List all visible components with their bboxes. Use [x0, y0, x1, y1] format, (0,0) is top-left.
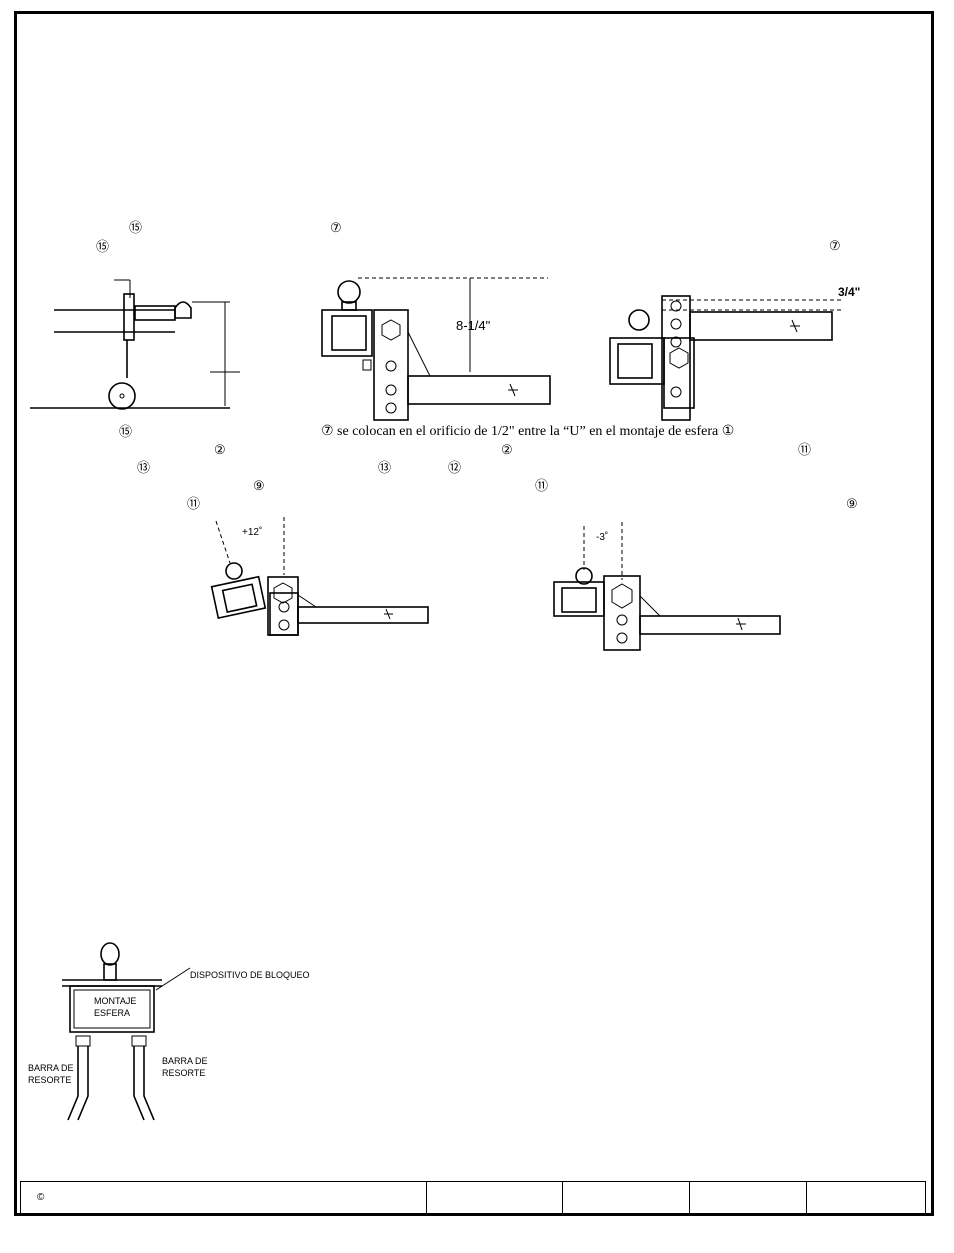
ref-marker-13: ⑬ [137, 460, 151, 475]
lock-device-label: DISPOSITIVO DE BLOQUEO [190, 970, 310, 980]
ball-mount-label: MONTAJE ESFERA [94, 996, 137, 1018]
spring-bar-right-label: BARRA DE RESORTE [162, 1056, 208, 1078]
ref-marker-9: ⑨ [846, 496, 858, 511]
ref-marker-9: ⑨ [253, 478, 265, 493]
lock-device-figure [62, 942, 191, 1121]
hitch-height-figure [321, 277, 551, 421]
ref-marker-11: ⑪ [798, 442, 812, 457]
trailer-jack-figure [30, 279, 240, 410]
ref-marker-11: ⑪ [535, 478, 549, 493]
ref-marker-15: ⑮ [129, 220, 143, 235]
spring-bar-left-label: BARRA DE RESORTE [28, 1063, 74, 1085]
footer-cell [806, 1182, 924, 1214]
ref-marker-7: ⑦ [829, 238, 841, 253]
ref-marker-12: ⑫ [448, 460, 462, 475]
ref-marker-15: ⑮ [96, 239, 110, 254]
copyright-cell: © [37, 1192, 45, 1203]
footer-cell [426, 1182, 562, 1214]
dimension-height-label: 8-1/4" [456, 318, 491, 333]
dimension-offset-label: 3/4" [838, 285, 861, 299]
tilt-up-label: +12˚ [242, 527, 263, 538]
footer-cell [562, 1182, 689, 1214]
ref-marker-2: ② [501, 442, 513, 457]
tilt-up-figure [210, 517, 429, 636]
tilt-down-figure [553, 522, 781, 651]
tilt-down-label: -3˚ [596, 532, 609, 543]
ref-marker-2: ② [214, 442, 226, 457]
footer-table: © [20, 1181, 926, 1215]
ref-marker-15: ⑮ [119, 424, 133, 439]
instruction-sentence: ⑦ se colocan en el orificio de 1/2" entr… [321, 424, 735, 439]
footer-cell [689, 1182, 806, 1214]
ref-marker-7: ⑦ [330, 220, 342, 235]
hitch-offset-figure [609, 295, 842, 421]
ref-marker-11: ⑪ [187, 496, 201, 511]
ref-marker-13: ⑬ [378, 460, 392, 475]
